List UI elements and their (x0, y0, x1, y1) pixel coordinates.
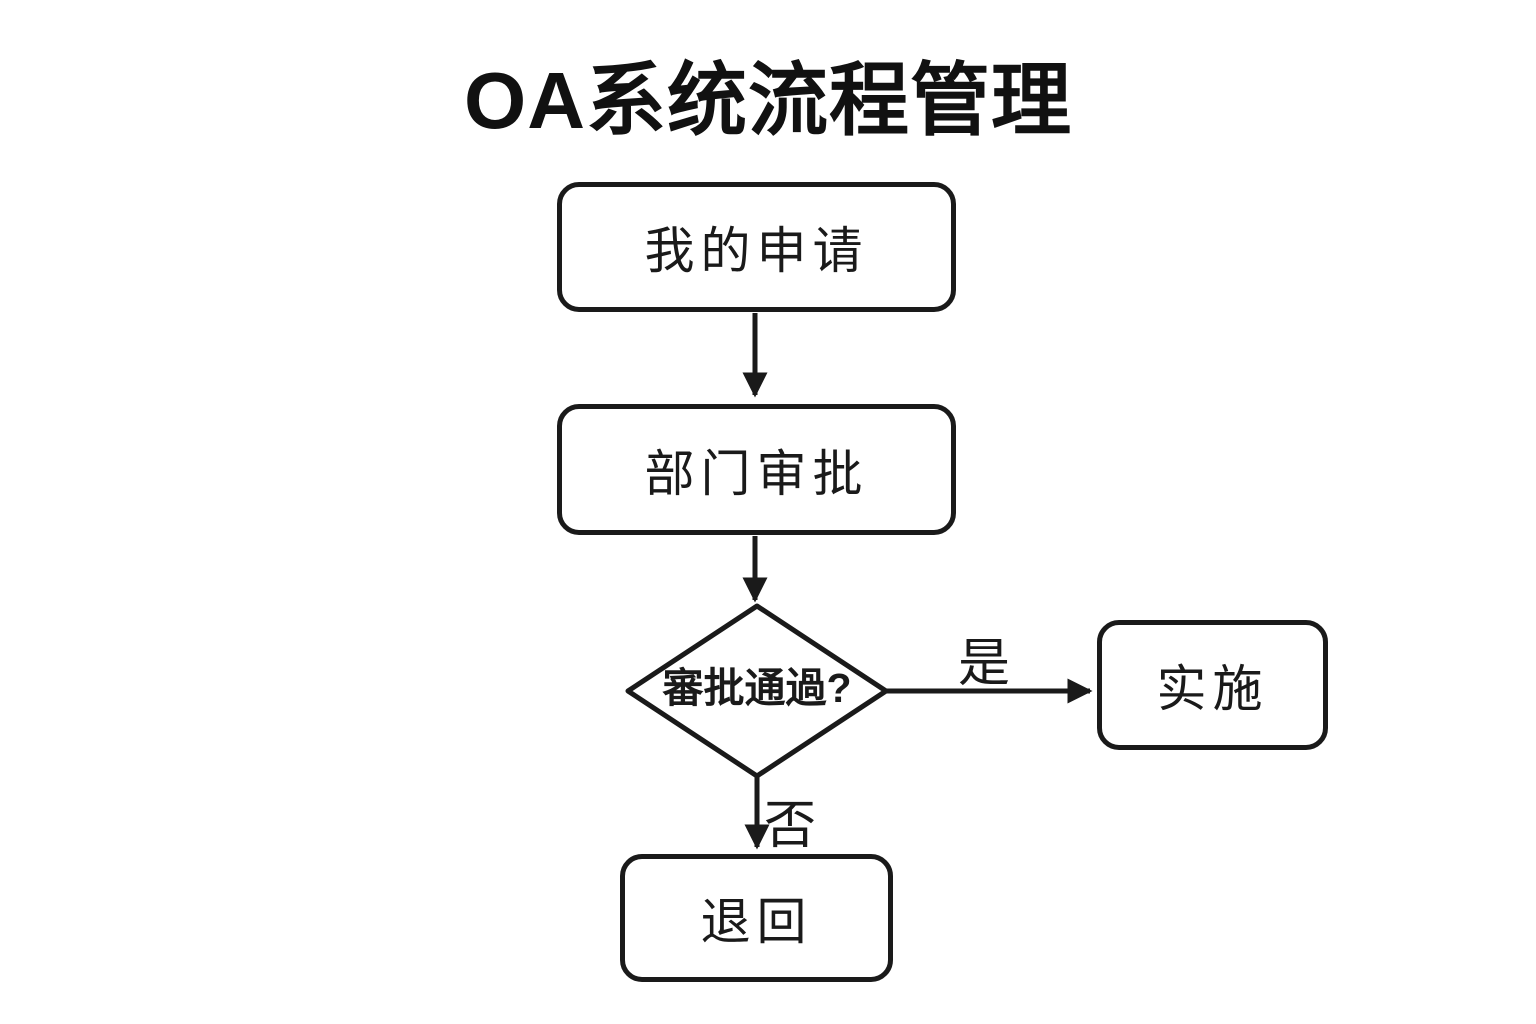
node-return: 退回 (620, 854, 893, 982)
node-decision-label: 審批通過? (662, 665, 852, 711)
edge-label-no: 否 (763, 797, 816, 855)
node-return-label: 退回 (700, 894, 813, 950)
decision-diamond-shape (625, 603, 889, 779)
node-implement: 实施 (1097, 620, 1328, 750)
node-department-approval: 部门审批 (557, 404, 956, 535)
edge-label-yes: 是 (957, 635, 1010, 693)
page-title: OA系统流程管理 (464, 56, 1072, 145)
node-my-application-label: 我的申请 (644, 223, 869, 279)
node-my-application: 我的申请 (557, 182, 956, 312)
node-department-approval-label: 部门审批 (644, 445, 869, 502)
node-implement-label: 实施 (1156, 661, 1269, 717)
